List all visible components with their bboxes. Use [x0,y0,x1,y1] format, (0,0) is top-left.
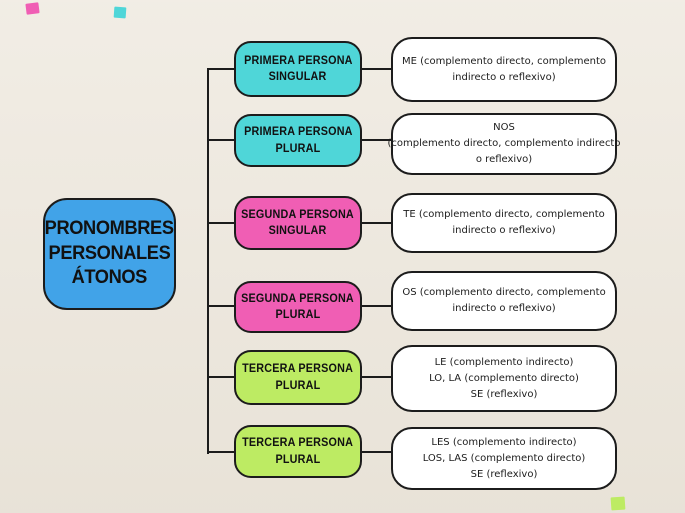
category-label-line: PRIMERA PERSONA [243,125,353,139]
trunk-line [207,68,209,454]
branch-line-left [207,376,236,378]
detail-node: OS (complemento directo, complemento indi… [391,271,617,331]
detail-node: TE (complemento directo, complemento indi… [391,193,617,253]
detail-node: ME (complemento directo, complemento indi… [391,37,617,102]
root-node-pronombres: PRONOMBRES PERSONALES ÁTONOS [43,198,176,310]
category-label-line: PLURAL [275,308,321,322]
detail-text-line: OS (complemento directo, complemento [402,287,606,298]
category-label-line: TERCERA PERSONA [242,436,354,450]
branch-line-left [207,139,236,141]
category-label-line: SINGULAR [269,224,327,238]
category-label-line: SEGUNDA PERSONA [241,292,355,305]
branch-line-right [360,376,393,378]
root-title-line: ÁTONOS [71,266,148,289]
detail-text-line: indirecto o reflexivo) [452,225,556,236]
detail-text-line: ME (complemento directo, complemento [401,55,607,67]
branch-line-left [207,68,236,70]
branch-line-left [207,451,236,453]
detail-text-line: indirecto o reflexivo) [452,303,556,314]
category-label-line: TERCERA PERSONA [242,362,354,376]
detail-node: LES (complemento indirecto) LOS, LAS (com… [391,427,617,490]
detail-text-line: NOS [493,122,515,133]
category-node: SEGUNDA PERSONA PLURAL [234,281,362,333]
root-title-line: PERSONALES [48,242,171,265]
branch-line-right [360,68,393,70]
category-label-line: PLURAL [275,379,321,392]
branch-line-right [360,451,393,453]
category-label-line: PRIMERA PERSONA [243,54,353,67]
detail-text-line: LO, LA (complemento directo) [429,372,579,384]
category-label-line: SEGUNDA PERSONA [241,208,355,221]
detail-text-line: TE (complemento directo, complemento [403,209,605,220]
detail-text-line: o reflexivo) [475,154,533,165]
pink-accent-square-icon [25,2,40,15]
category-node: PRIMERA PERSONA PLURAL [234,114,362,167]
detail-text-line: LE (complemento indirecto) [434,356,574,368]
detail-node: NOS (complemento directo, complemento ind… [388,113,620,175]
detail-text-line: SE (reflexivo) [470,388,538,400]
branch-line-left [207,222,236,224]
category-label-line: PLURAL [275,453,321,466]
category-label-line: SINGULAR [269,70,327,84]
teal-accent-square-icon [113,6,127,19]
detail-text-line: LOS, LAS (complemento directo) [422,452,586,464]
detail-text-line: indirecto o reflexivo) [452,71,556,83]
branch-line-right [360,139,393,141]
detail-text-line: LES (complemento indirecto) [431,436,577,448]
category-node: PRIMERA PERSONA SINGULAR [234,41,362,97]
detail-text-line: SE (reflexivo) [470,468,538,480]
category-node: SEGUNDA PERSONA SINGULAR [234,196,362,250]
detail-text-line: (complemento directo, complemento indire… [387,138,621,149]
green-accent-square-icon [610,496,626,511]
detail-node: LE (complemento indirecto) LO, LA (comple… [391,345,617,412]
root-title-line: PRONOMBRES [45,217,174,240]
branch-line-left [207,305,236,307]
branch-line-right [360,305,393,307]
category-node: TERCERA PERSONA PLURAL [234,425,362,478]
category-node: TERCERA PERSONA PLURAL [234,350,362,405]
category-label-line: PLURAL [275,142,321,155]
branch-line-right [360,222,393,224]
